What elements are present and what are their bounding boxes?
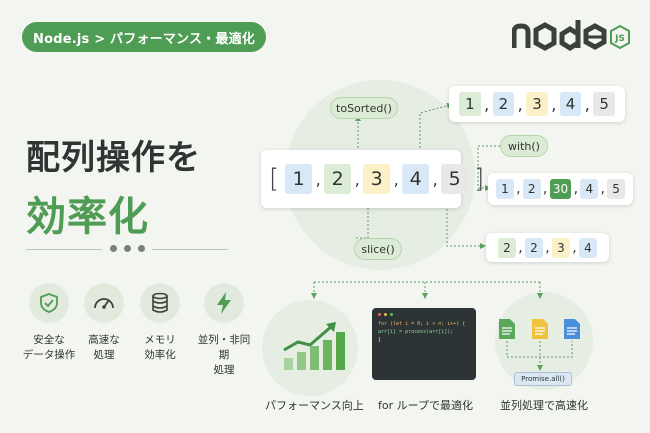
- feature-label: メモリ 効率化: [144, 334, 176, 361]
- array-cell: 1: [285, 164, 313, 194]
- method-to-sorted: toSorted(): [330, 97, 398, 119]
- array-cell: 4: [559, 92, 582, 116]
- method-slice: slice(): [354, 238, 402, 260]
- comma: ,: [518, 239, 523, 256]
- page-title-line2: 効率化: [26, 194, 149, 240]
- comma: ,: [516, 181, 521, 197]
- comma: ,: [545, 239, 550, 256]
- breadcrumb: Node.js > パフォーマンス・最適化: [22, 22, 266, 52]
- array-cell: 5: [593, 92, 615, 116]
- speedometer-icon: [84, 283, 124, 323]
- comma: ,: [542, 181, 548, 197]
- array-cell: 1: [459, 92, 481, 116]
- caption-for-loop: for ループで最適化: [378, 399, 473, 412]
- svg-text:JS: JS: [614, 34, 625, 44]
- divider: [152, 249, 228, 250]
- comma: ,: [432, 169, 438, 189]
- caption-performance: パフォーマンス向上: [265, 399, 364, 412]
- array-cell: 3: [363, 164, 391, 194]
- page-title-line1: 配列操作を: [26, 138, 201, 178]
- code-line: arr[i] = process(arr[i]);: [378, 329, 454, 335]
- with-array-card: 1 , 2 , 30 , 4 , 5: [488, 173, 633, 205]
- array-cell: 4: [580, 179, 599, 199]
- growth-chart-icon: [283, 322, 345, 370]
- comma: ,: [315, 169, 321, 189]
- array-cell: 2: [525, 237, 543, 258]
- feature-memory: メモリ 効率化: [129, 283, 191, 363]
- shield-check-icon: [29, 283, 69, 323]
- array-cell: 2: [324, 164, 352, 194]
- array-cell: 2: [498, 237, 516, 258]
- comma: ,: [484, 94, 490, 114]
- comma: ,: [584, 94, 590, 114]
- method-with: with(): [500, 135, 548, 157]
- comma: ,: [600, 181, 605, 197]
- lightning-icon: [204, 283, 244, 323]
- array-cell: 1: [496, 179, 514, 199]
- comma: ,: [573, 181, 579, 197]
- nodejs-logo: JS: [512, 20, 630, 51]
- feature-safe-data: 安全な データ操作: [18, 283, 80, 363]
- comma: ,: [572, 239, 577, 256]
- array-cell-replaced: 30: [549, 179, 572, 199]
- array-cell: 4: [402, 164, 430, 194]
- comma: ,: [551, 94, 557, 114]
- array-cell: 5: [441, 164, 469, 194]
- array-cell: 3: [552, 237, 570, 258]
- caption-parallel: 並列処理で高速化: [500, 399, 588, 412]
- feature-fast: 高速な 処理: [73, 283, 135, 363]
- comma: ,: [393, 169, 399, 189]
- comma: ,: [517, 94, 523, 114]
- divider: [26, 249, 102, 250]
- bracket-close: ]: [474, 164, 485, 194]
- source-array-card: [ 1 , 2 , 3 , 4 , 5 ]: [261, 150, 484, 208]
- bracket-open: [: [269, 164, 280, 194]
- slice-array-card: 2 , 2 , 3 , 4: [486, 233, 609, 262]
- array-cell: 4: [579, 237, 597, 258]
- window-dots: [378, 313, 470, 316]
- feature-label: 安全な データ操作: [22, 334, 76, 361]
- code-block: for (let i = 0; i < n; i++) { arr[i] = p…: [372, 308, 476, 380]
- document-yellow-icon: [532, 319, 548, 339]
- document-green-icon: [499, 319, 515, 339]
- promise-all-label: Promise.all(): [514, 372, 572, 386]
- array-cell: 2: [492, 92, 515, 116]
- array-cell: 2: [522, 179, 541, 199]
- code-line: }: [378, 337, 382, 343]
- array-cell: 3: [526, 92, 548, 116]
- dots-separator: [110, 245, 145, 252]
- array-cell: 5: [607, 179, 626, 199]
- database-icon: [140, 283, 180, 323]
- code-line: for (let i = 0; i < n; i++) {: [378, 321, 466, 327]
- feature-parallel: 並列・非同期 処理: [193, 283, 255, 378]
- feature-label: 並列・非同期 処理: [197, 334, 251, 376]
- document-blue-icon: [564, 319, 580, 339]
- feature-label: 高速な 処理: [88, 334, 120, 361]
- comma: ,: [354, 169, 360, 189]
- sorted-array-card: 1 , 2 , 3 , 4 , 5: [449, 86, 625, 122]
